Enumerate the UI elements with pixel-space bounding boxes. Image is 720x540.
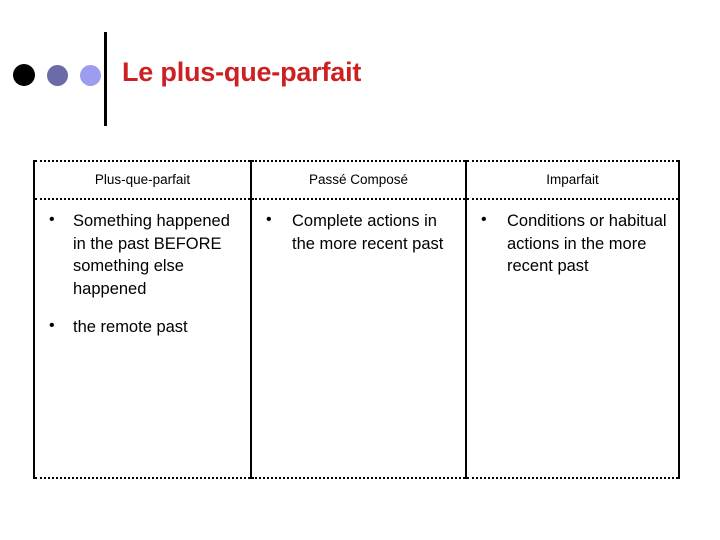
dot-periwinkle-icon	[80, 64, 101, 86]
column-header-plus-que-parfait: Plus-que-parfait	[33, 160, 251, 200]
tense-comparison-table: Plus-que-parfait Passé Composé Imparfait…	[33, 160, 680, 479]
table-header-row: Plus-que-parfait Passé Composé Imparfait	[33, 160, 680, 200]
cell-passe-compose: Complete actions in the more recent past	[250, 199, 466, 479]
column-header-imparfait: Imparfait	[465, 160, 680, 200]
list-item: Conditions or habitual actions in the mo…	[475, 209, 670, 278]
decorative-dots	[13, 64, 101, 86]
bullet-list-imparfait: Conditions or habitual actions in the mo…	[475, 209, 670, 278]
list-item: Complete actions in the more recent past	[260, 209, 457, 255]
table-row: Something happened in the past BEFORE so…	[33, 199, 680, 479]
list-item: Something happened in the past BEFORE so…	[43, 209, 242, 300]
dot-black-icon	[13, 64, 35, 86]
page-title: Le plus-que-parfait	[122, 57, 362, 87]
cell-imparfait: Conditions or habitual actions in the mo…	[465, 199, 680, 479]
dot-slate-icon	[47, 64, 68, 86]
bullet-list-plus-que-parfait: Something happened in the past BEFORE so…	[43, 209, 242, 339]
bullet-list-passe-compose: Complete actions in the more recent past	[260, 209, 457, 255]
list-item: the remote past	[43, 315, 242, 339]
cell-plus-que-parfait: Something happened in the past BEFORE so…	[33, 199, 251, 479]
title-divider-rule	[104, 32, 107, 126]
column-header-passe-compose: Passé Composé	[250, 160, 466, 200]
